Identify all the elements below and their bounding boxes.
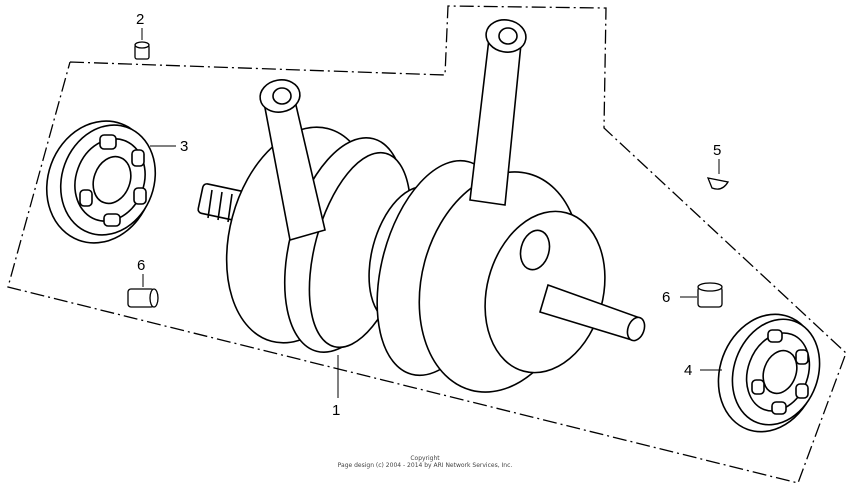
- callout-6-left: 6: [137, 257, 145, 274]
- bushing-left-part: [127, 288, 159, 308]
- assembly-boundary: [7, 5, 847, 484]
- callout-1: 1: [332, 402, 340, 419]
- bushing-right-part: [697, 282, 723, 308]
- copyright-label: Copyright: [410, 455, 440, 462]
- dowel-pin-part: [134, 41, 150, 60]
- left-bearing-part: [45, 120, 157, 244]
- crankshaft-part: [197, 19, 646, 393]
- callout-5: 5: [713, 142, 721, 159]
- right-bearing-part: [717, 313, 821, 433]
- callout-2: 2: [136, 11, 144, 28]
- callout-4: 4: [684, 362, 692, 379]
- callout-6-right: 6: [662, 289, 670, 306]
- woodruff-key-part: [706, 177, 730, 190]
- copyright-notice: Page design (c) 2004 - 2014 by ARI Netwo…: [337, 462, 513, 469]
- callout-3: 3: [180, 138, 188, 155]
